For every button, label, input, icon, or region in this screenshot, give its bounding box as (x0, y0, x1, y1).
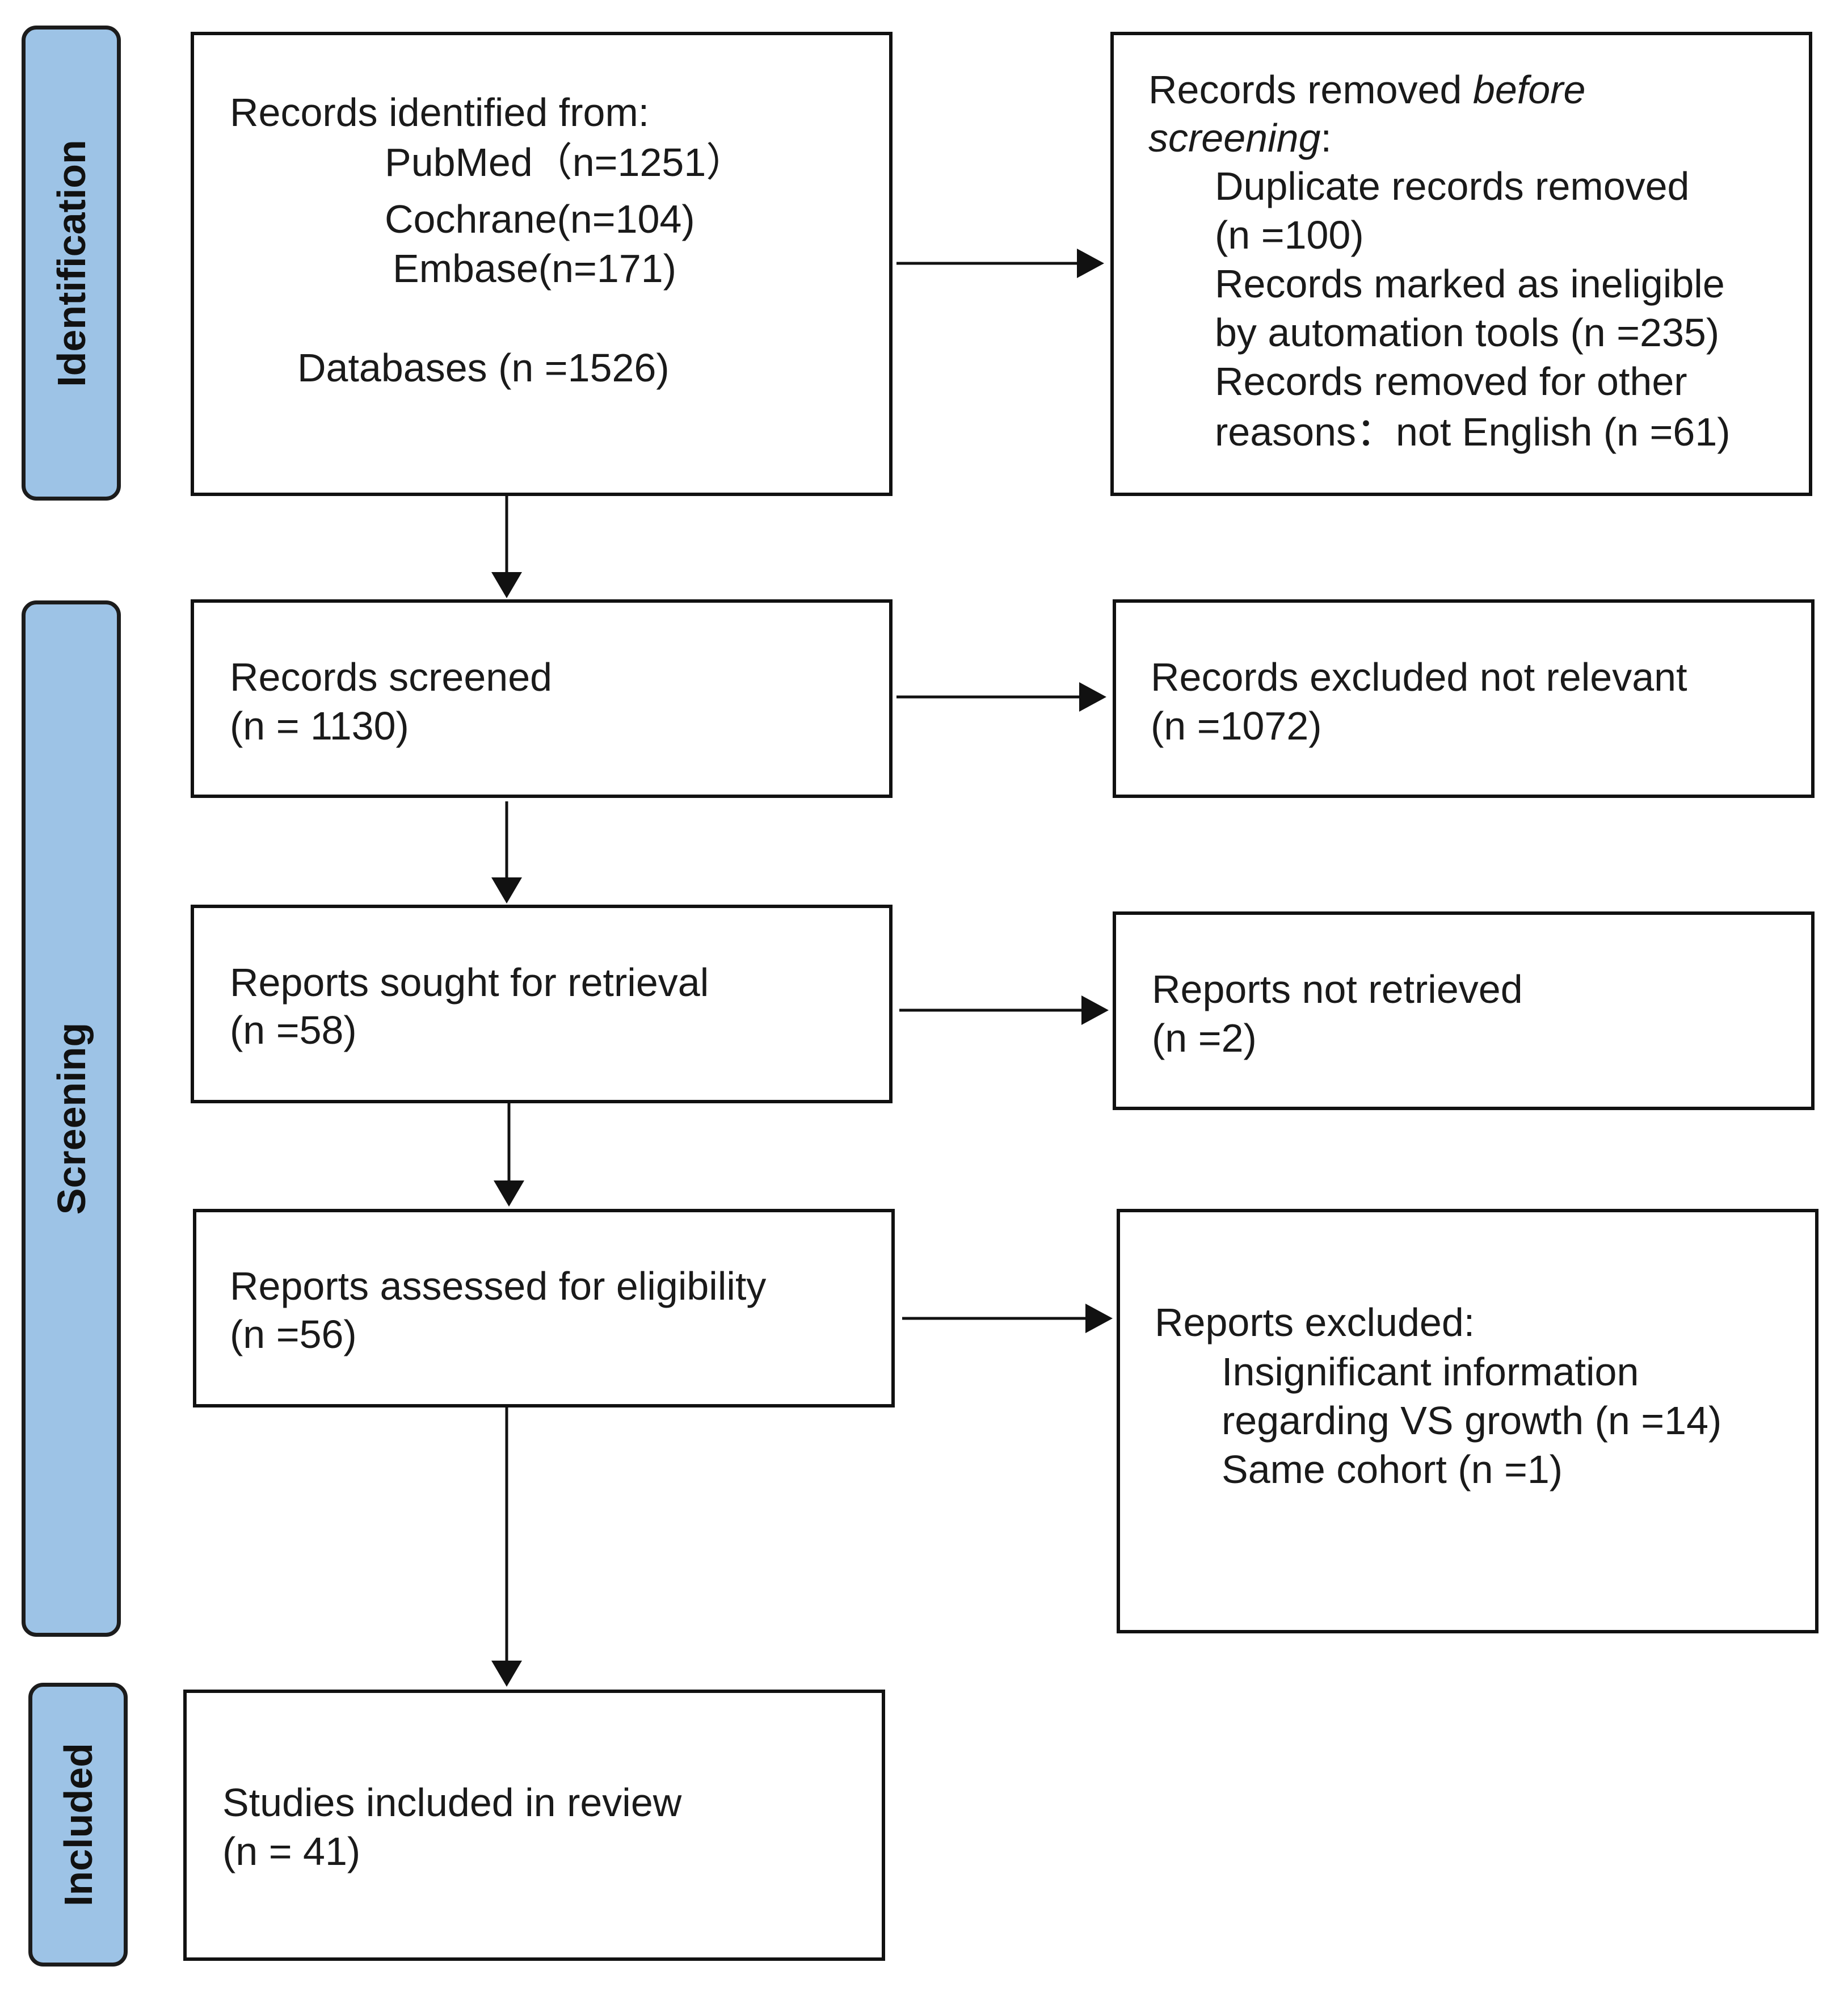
reports-assessed-label: Reports assessed for eligibility (230, 1264, 767, 1308)
arrowhead-screened-to-sought (491, 877, 522, 904)
phase-included: Included (28, 1683, 128, 1967)
arrowhead-screened-to-excluded (1079, 682, 1106, 712)
studies-included-count: (n = 41) (222, 1829, 361, 1873)
reports-sought-label: Reports sought for retrieval (230, 960, 709, 1005)
ineligible-records-count: by automation tools (n =235) (1215, 310, 1720, 355)
insignificant-info-label: Insignificant information (1222, 1350, 1639, 1394)
insignificant-info-count: regarding VS growth (n =14) (1222, 1398, 1722, 1443)
records-excluded-count: (n =1072) (1151, 704, 1322, 748)
studies-included-box (183, 1690, 885, 1961)
records-removed-heading-colon: : (1320, 116, 1332, 160)
same-cohort-label: Same cohort (n =1) (1222, 1447, 1563, 1491)
records-screened-count: (n = 1130) (230, 704, 409, 748)
other-reasons-label: Records removed for other (1215, 359, 1687, 404)
reports-sought-count: (n =58) (230, 1008, 357, 1052)
records-identified-box (191, 32, 893, 496)
records-removed-heading-before: before (1472, 68, 1586, 112)
arrowhead-identified-to-screened (491, 572, 522, 598)
studies-included-label: Studies included in review (222, 1780, 682, 1825)
records-removed-heading-text: Records removed (1148, 68, 1473, 112)
arrowhead-sought-to-not-retrieved (1081, 995, 1109, 1025)
arrowhead-assessed-to-included (491, 1661, 522, 1687)
records-removed-box (1110, 32, 1812, 496)
other-reasons-count: reasons：not English (n =61) (1215, 410, 1731, 454)
records-removed-heading: Records removed before (1148, 65, 1585, 114)
reports-not-retrieved-count: (n =2) (1152, 1016, 1257, 1060)
reports-not-retrieved-label: Reports not retrieved (1152, 967, 1523, 1011)
records-removed-heading-screening: screening (1148, 116, 1321, 160)
records-excluded-box (1113, 599, 1815, 798)
phase-screening: Screening (22, 600, 121, 1637)
reports-assessed-count: (n =56) (230, 1312, 357, 1356)
arrowhead-sought-to-assessed (494, 1180, 524, 1207)
databases-count: Databases (n =1526) (297, 346, 670, 390)
duplicate-records-count: (n =100) (1215, 213, 1364, 257)
pubmed-count: PubMed（n=1251） (385, 140, 746, 184)
embase-count: Embase(n=171) (393, 246, 677, 291)
reports-assessed-box (193, 1209, 895, 1407)
reports-sought-box (191, 905, 893, 1103)
reports-excluded-box (1117, 1209, 1818, 1633)
phase-identification: Identification (22, 26, 121, 501)
records-removed-heading-line2: screening: (1148, 114, 1332, 162)
arrowhead-identified-to-removed (1077, 249, 1104, 278)
records-screened-label: Records screened (230, 655, 553, 699)
arrowhead-assessed-to-reports-excluded (1085, 1304, 1113, 1333)
reports-excluded-heading: Reports excluded: (1155, 1300, 1475, 1344)
records-identified-heading: Records identified from: (230, 90, 650, 135)
ineligible-records-label: Records marked as ineligible (1215, 262, 1725, 306)
cochrane-count: Cochrane(n=104) (385, 197, 695, 241)
reports-not-retrieved-box (1113, 911, 1815, 1110)
records-screened-box (191, 599, 893, 798)
duplicate-records-label: Duplicate records removed (1215, 164, 1690, 208)
records-excluded-label: Records excluded not relevant (1151, 655, 1687, 699)
